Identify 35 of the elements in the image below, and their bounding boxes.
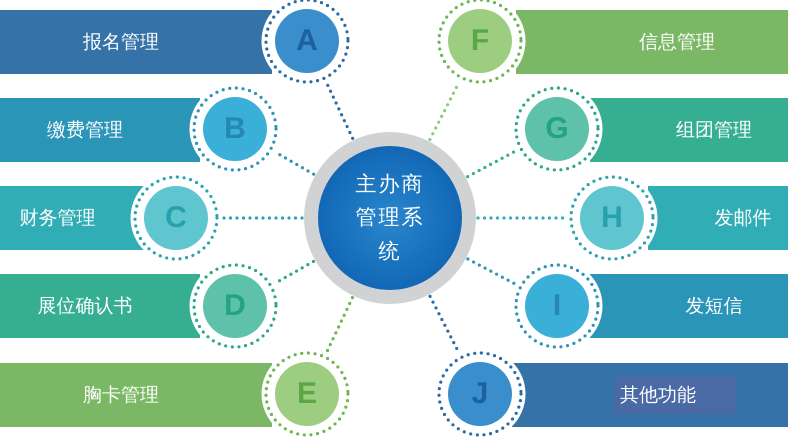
circle-letter: F xyxy=(470,24,490,58)
label-bar xyxy=(590,274,788,338)
label-bar xyxy=(0,186,145,250)
label-bar xyxy=(0,98,200,162)
label-bar xyxy=(512,363,788,427)
circle-letter: H xyxy=(601,201,623,235)
letter-circle xyxy=(261,348,353,437)
letter-circle xyxy=(434,348,526,437)
circle-letter: D xyxy=(224,289,246,323)
dotted-connector xyxy=(325,296,354,354)
bar-label: 其他功能 xyxy=(614,376,736,414)
label-bar xyxy=(648,186,788,250)
bar-label: 组团管理 xyxy=(676,118,752,143)
label-bar xyxy=(516,10,788,74)
dotted-connector xyxy=(466,257,518,286)
label-bar xyxy=(0,363,272,427)
circle-letter: E xyxy=(296,377,317,411)
bar-label: 胸卡管理 xyxy=(83,383,159,408)
center-label: 主办商管理系统 xyxy=(354,170,426,265)
dotted-connector xyxy=(324,81,354,140)
bar-label: 信息管理 xyxy=(639,30,715,55)
label-bar xyxy=(590,98,788,162)
bar-label: 缴费管理 xyxy=(47,118,123,143)
center-circle xyxy=(304,132,476,304)
bar-label: 展位确认书 xyxy=(38,294,132,319)
dotted-connector xyxy=(220,216,304,220)
circle-letter: G xyxy=(545,112,569,146)
bar-label: 财务管理 xyxy=(20,206,96,231)
label-bar xyxy=(0,274,200,338)
label-bar xyxy=(0,10,272,74)
dotted-connector xyxy=(466,149,518,178)
circle-letter: C xyxy=(165,201,187,235)
bar-label: 发邮件 xyxy=(714,206,772,231)
bar-label: 报名管理 xyxy=(83,30,159,55)
bar-label: 发短信 xyxy=(686,294,742,319)
